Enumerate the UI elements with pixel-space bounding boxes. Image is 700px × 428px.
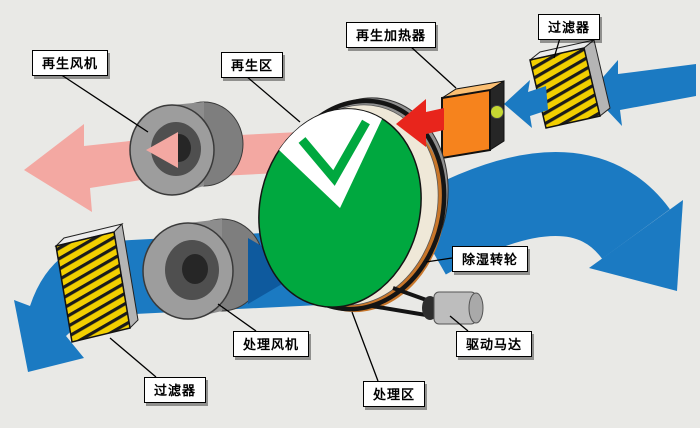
belt-line-lower: [371, 304, 433, 318]
regeneration-fan: [129, 101, 244, 196]
label-dehumidifier-wheel: 除湿转轮: [452, 246, 529, 272]
dry-air-outlet-arrow-body: [404, 152, 670, 275]
regen-air-inlet-arrow: [590, 60, 696, 126]
leader-lines: [59, 37, 561, 382]
label-regen-zone: 再生区: [221, 52, 284, 78]
leader-regen-fan: [59, 73, 149, 133]
dehumidifier-wheel: [258, 97, 484, 325]
regen-fan-flow-arrow: [146, 132, 178, 168]
process-fan-hub: [182, 254, 208, 284]
heater-face: [441, 88, 491, 160]
label-process-zone: 处理区: [363, 381, 426, 407]
filter-to-heater-arrow: [504, 80, 548, 128]
regen-exhaust-arrowhead: [24, 124, 141, 212]
process-fan: [142, 218, 265, 320]
heater-indicator-light: [490, 105, 504, 119]
drive-motor: [422, 291, 484, 325]
leader-regen-heater: [409, 45, 457, 89]
leader-drive-motor: [449, 315, 469, 332]
label-filter-top: 过滤器: [538, 14, 601, 40]
leader-wheel: [425, 257, 453, 263]
label-regen-heater: 再生加热器: [346, 22, 437, 48]
leader-process-fan: [217, 303, 257, 332]
regeneration-sector-arrow: [298, 119, 370, 186]
leader-filter-top: [553, 37, 561, 59]
label-filter-bottom: 过滤器: [144, 377, 207, 403]
dry-air-outlet-arrow: [404, 152, 683, 291]
regeneration-heater: [441, 80, 505, 160]
process-filter: [54, 222, 139, 343]
label-drive-motor: 驱动马达: [456, 331, 533, 357]
leader-regen-zone: [245, 75, 301, 123]
regen-filter: [529, 39, 611, 129]
leader-filter-bottom: [109, 337, 157, 378]
leader-process-zone: [351, 311, 379, 382]
dry-air-outlet-arrowhead: [589, 200, 683, 291]
hot-air-arrow: [396, 99, 444, 147]
label-process-fan: 处理风机: [233, 331, 310, 357]
process-filter-face: [55, 231, 131, 343]
label-regen-fan: 再生风机: [32, 50, 109, 76]
motor-end-cap: [468, 292, 484, 324]
